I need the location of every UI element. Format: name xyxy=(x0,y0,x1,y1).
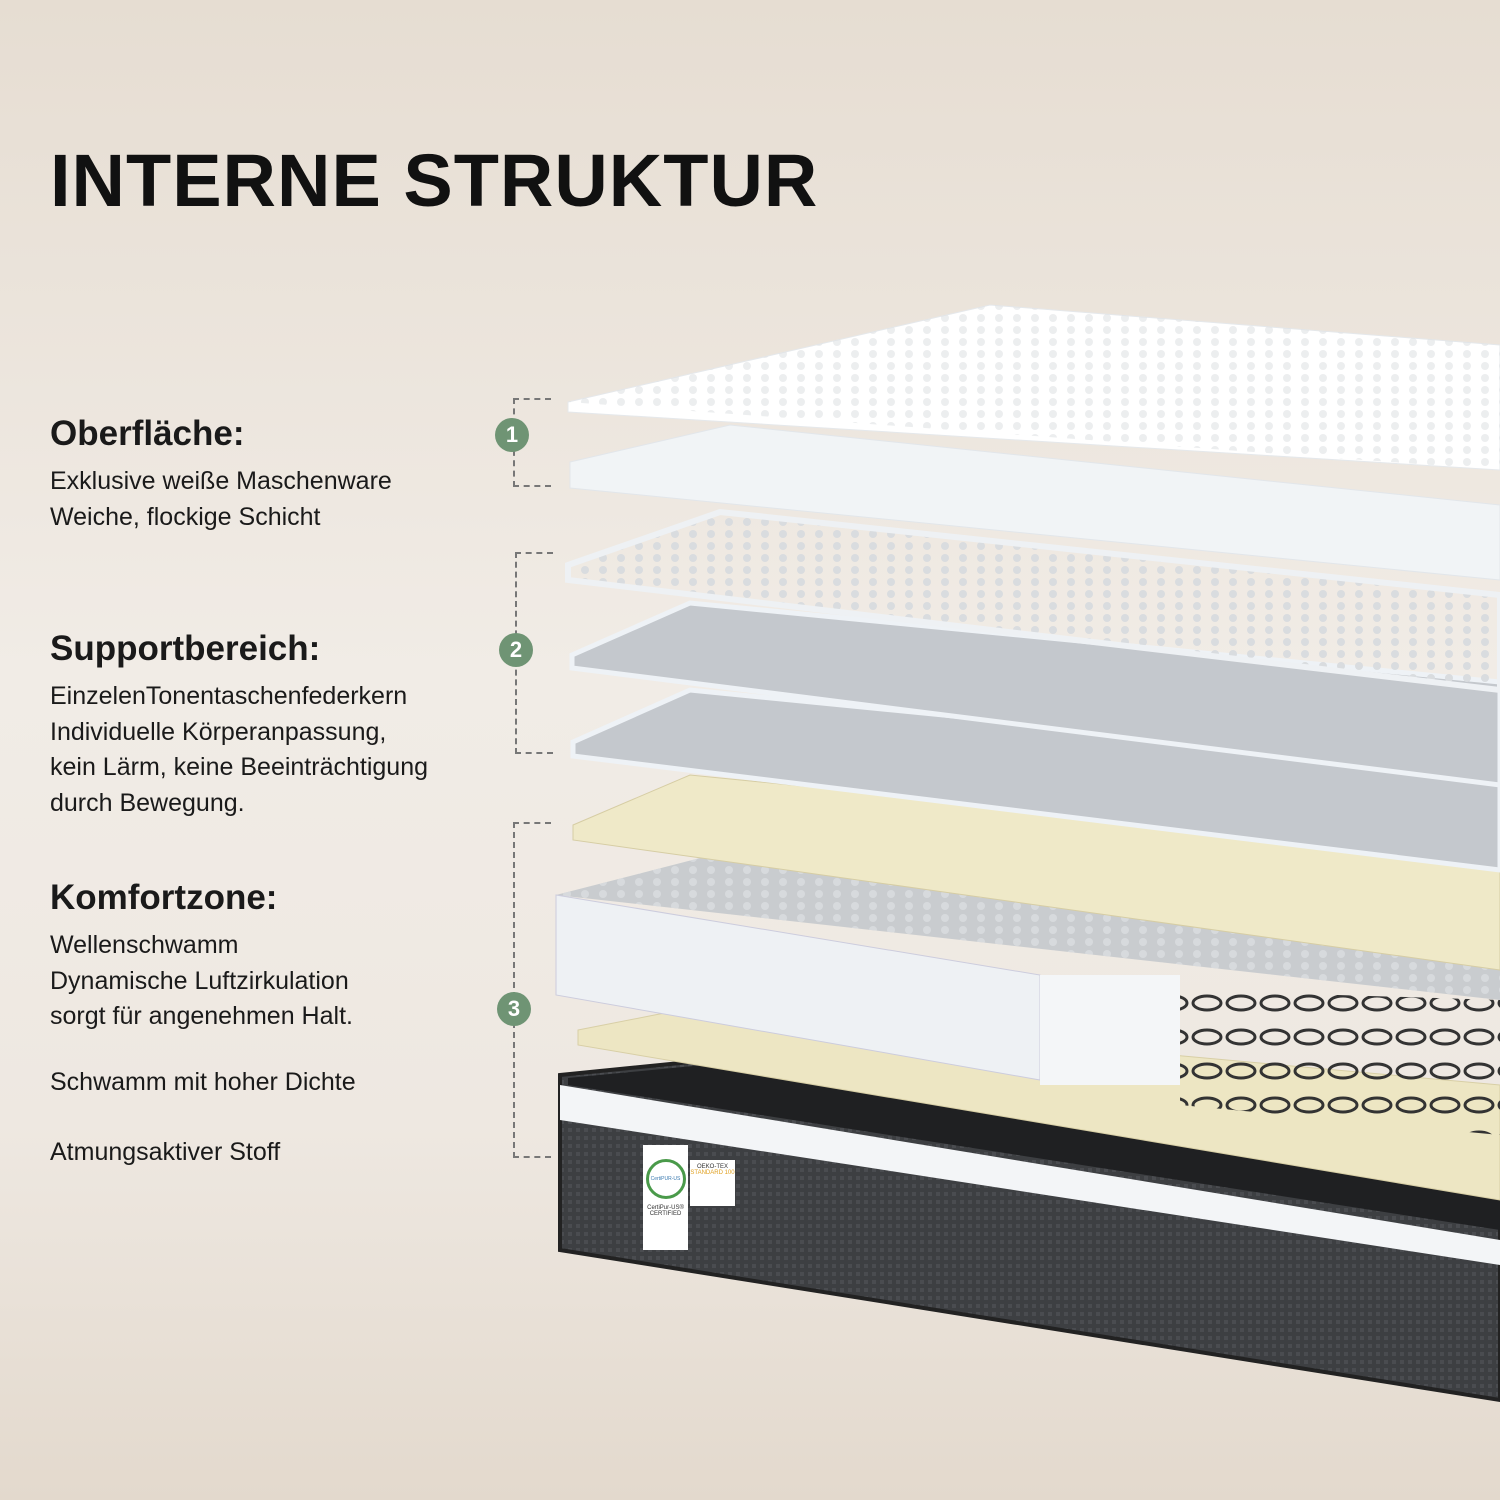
section-heading: Supportbereich: xyxy=(50,629,321,668)
badge-3: 3 xyxy=(497,992,531,1026)
spring-core xyxy=(555,858,1500,1135)
egg-crate-layer xyxy=(565,508,1500,694)
certipur-label: CertiPUR-US CertiPur-US® CERTIFIED xyxy=(643,1145,688,1250)
section-line: durch Bewegung. xyxy=(50,788,245,817)
foam-layer-top xyxy=(572,774,1500,971)
section-heading: Oberfläche: xyxy=(50,414,245,453)
badge-2: 2 xyxy=(499,633,533,667)
oekotex-label: OEKO-TEX STANDARD 100 xyxy=(690,1160,735,1206)
page-title: INTERNE STRUKTUR xyxy=(50,139,819,222)
section-line: Dynamische Luftzirkulation xyxy=(50,966,349,995)
extra-line-fabric: Atmungsaktiver Stoff xyxy=(50,1138,281,1166)
section-line: Exklusive weiße Maschenware xyxy=(50,467,392,495)
section-line: EinzelenTonentaschenfederkern xyxy=(50,682,408,710)
section-line: sorgt für angenehmen Halt. xyxy=(50,1002,353,1030)
flock-layer xyxy=(569,424,1500,581)
section-line: Wellenschwamm xyxy=(50,931,239,959)
section-line: kein Lärm, keine Beeinträchtigung xyxy=(50,753,429,781)
certipur-sub: CertiPur-US® CERTIFIED xyxy=(647,1205,684,1217)
section-line: Individuelle Körperanpassung, xyxy=(50,717,387,746)
support-plate-1 xyxy=(569,600,1500,788)
certipur-logo: CertiPUR-US xyxy=(645,1159,686,1199)
section-line: Weiche, flockige Schicht xyxy=(50,502,321,531)
oekotex-logo: OEKO-TEX xyxy=(696,1164,728,1170)
section-heading: Komfortzone: xyxy=(50,878,278,917)
badge-1: 1 xyxy=(495,418,529,452)
support-plate-2 xyxy=(570,687,1500,873)
extra-line-foam: Schwamm mit hoher Dichte xyxy=(50,1068,356,1096)
section-support: Supportbereich: EinzelenTonentaschenfede… xyxy=(50,629,428,821)
section-surface: Oberfläche: Exklusive weiße Maschenware … xyxy=(50,414,392,535)
bracket-3 xyxy=(513,822,551,1158)
oekotex-sub: STANDARD 100 xyxy=(690,1170,735,1176)
section-comfort: Komfortzone: Wellenschwamm Dynamische Lu… xyxy=(50,878,353,1035)
